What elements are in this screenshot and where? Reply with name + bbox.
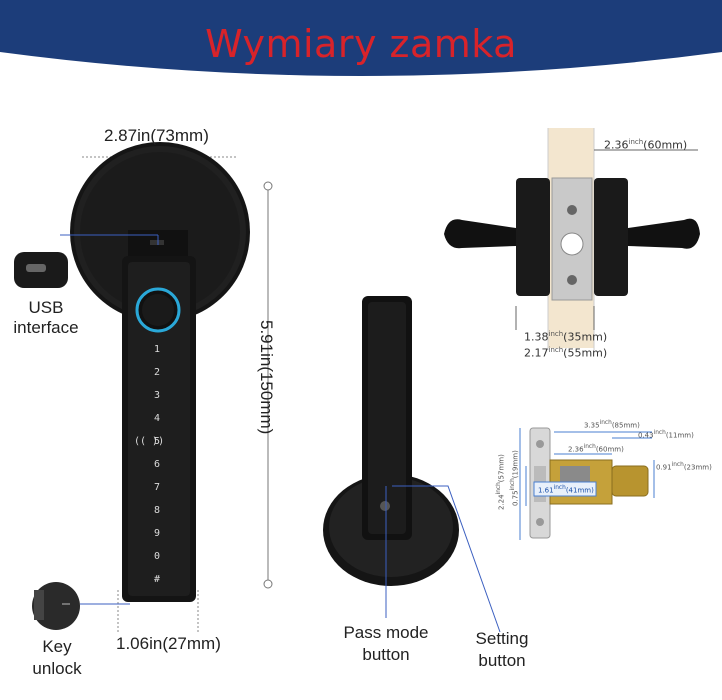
keypad-key-4: 4: [154, 413, 161, 424]
setting-button-label: Setting button: [475, 629, 529, 670]
latch-face-height: 0.75inch(19mm): [510, 450, 520, 506]
usb-interface-label: USB interface: [13, 298, 79, 337]
keypad-key-0: 0: [154, 551, 161, 562]
keypad-key-1: 1: [154, 344, 161, 355]
keypad-key-8: 8: [154, 505, 161, 516]
handle-width-label: 1.06in(27mm): [116, 634, 221, 653]
page-title: Wymiary zamka: [205, 22, 517, 66]
latch-total-length: 3.35inch(85mm): [584, 420, 640, 430]
pass-mode-button-label: Pass mode button: [343, 623, 429, 664]
latch-hole-length: 1.61inch(41mm): [538, 485, 594, 495]
keypad-key-6: 6: [154, 459, 161, 470]
nfc-icon: (( )): [134, 436, 165, 447]
latch-case-height: 0.91inch(23mm): [656, 462, 712, 472]
keypad-key-9: 9: [154, 528, 161, 539]
keypad-key-hash: #: [154, 574, 161, 585]
keypad-key-5: 5: [154, 436, 161, 447]
keypad-key-3: 3: [154, 390, 161, 401]
key-unlock-label: Key unlock: [32, 637, 82, 678]
keypad-key-7: 7: [154, 482, 161, 493]
door-top-dimension: 2.36inch(60mm): [604, 138, 688, 152]
width-dimension-label: 2.87in(73mm): [104, 126, 209, 145]
door-dimension-35mm: 1.38inch(35mm): [524, 330, 608, 344]
header-banner: [0, 0, 722, 76]
latch-plate-height: 2.24inch(57mm): [496, 454, 506, 510]
door-dimension-55mm: 2.17inch(55mm): [524, 346, 608, 360]
latch-backset-length: 2.36inch(60mm): [568, 444, 624, 454]
latch-tail-length: 0.43inch(11mm): [638, 430, 694, 440]
keypad-key-2: 2: [154, 367, 161, 378]
